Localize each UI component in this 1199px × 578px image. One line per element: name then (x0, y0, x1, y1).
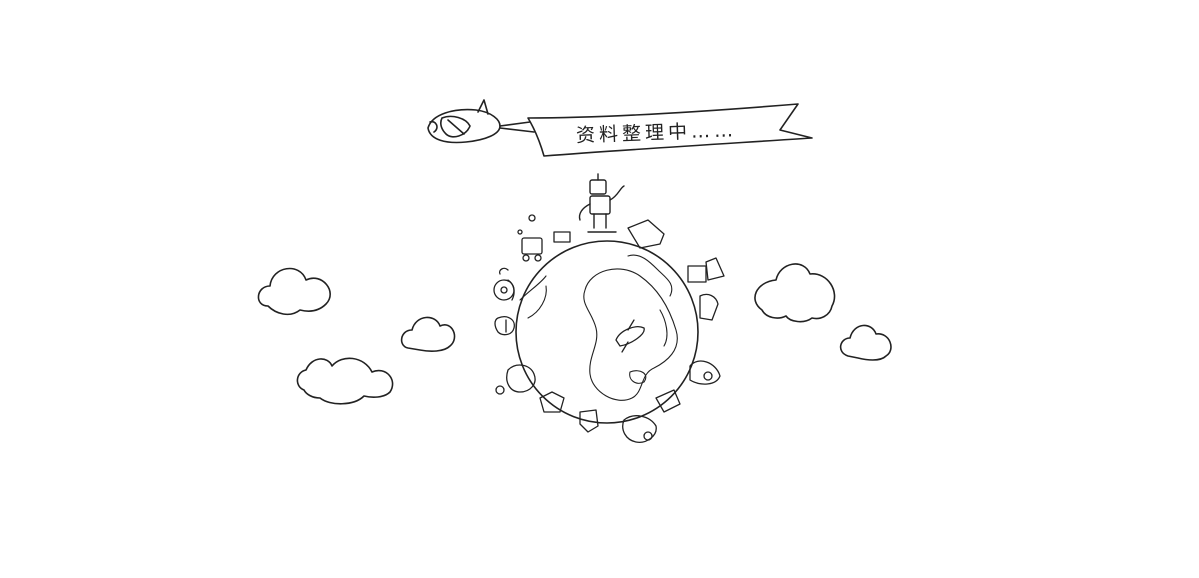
banner-icon (527, 103, 813, 157)
globe-icon (515, 240, 699, 424)
car-icon (622, 389, 681, 443)
rocket-icon (689, 360, 721, 385)
tower-icon (687, 257, 725, 321)
bear-icon (495, 364, 536, 395)
airplane-icon (427, 99, 535, 144)
train-icon (517, 214, 571, 262)
cloud-icon (400, 316, 456, 352)
cloud-icon (839, 324, 892, 361)
blocks-icon (539, 219, 665, 433)
drum-icon (493, 267, 515, 301)
cloud-icon (754, 263, 836, 323)
robot-icon (578, 173, 625, 233)
airplane-icon (615, 319, 645, 353)
banner-text: 资料整理中…… (575, 119, 738, 147)
cloud-icon (257, 267, 331, 316)
cloud-icon (296, 357, 394, 405)
gamepad-icon (494, 316, 515, 336)
